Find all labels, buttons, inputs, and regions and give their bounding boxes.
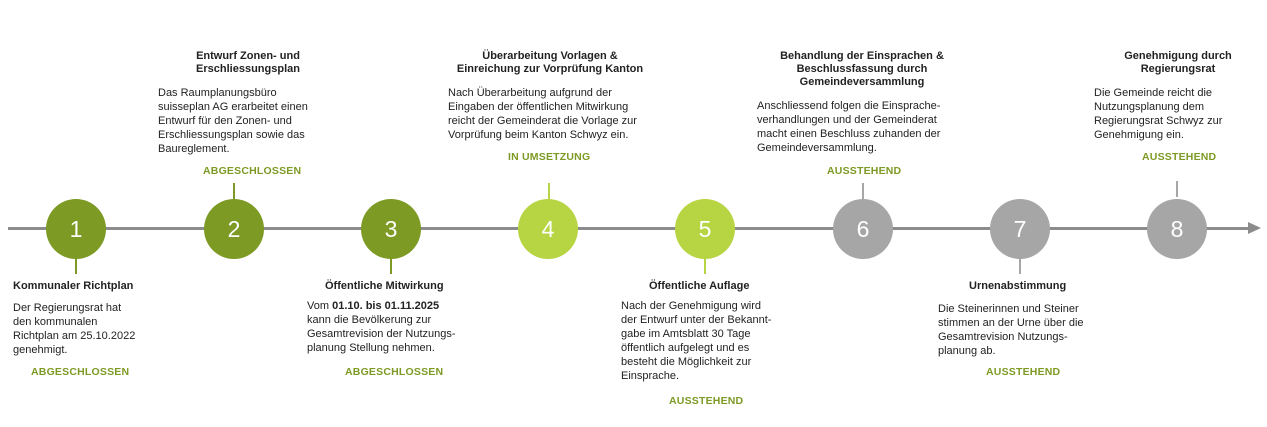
step-node-8: 8 (1147, 199, 1207, 259)
step-2-description: Das Raumplanungsbüro suisseplan AG erarb… (158, 86, 338, 156)
connector-8 (1176, 181, 1178, 197)
step-5-description: Nach der Genehmigung wird der Entwurf un… (621, 299, 801, 383)
step-1-text: Kommunaler Richtplan Der Regierungsrat h… (13, 280, 163, 357)
desc-line: Gesamtrevision Nutzungs- (938, 331, 1068, 343)
title-line: Beschlussfassung durch (796, 63, 928, 75)
desc-line: Eingaben der öffentlichen Mitwirkung (448, 101, 629, 113)
step-4-status: IN UMSETZUNG (508, 151, 591, 163)
step-node-6: 6 (833, 199, 893, 259)
desc-line: Das Raumplanungsbüro (158, 87, 277, 99)
desc-line: Entwurf für den Zonen- und (158, 115, 292, 127)
desc-line: suisseplan AG erarbeitet einen (158, 101, 308, 113)
step-number: 3 (384, 215, 398, 242)
connector-6 (862, 183, 864, 199)
step-7-status: AUSSTEHEND (986, 366, 1061, 378)
desc-line: kann die Bevölkerung zur (307, 314, 432, 326)
connector-7 (1019, 258, 1021, 274)
step-6-description: Anschliessend folgen die Einsprache- ver… (757, 99, 987, 155)
desc-line: Die Steinerinnen und Steiner (938, 303, 1079, 315)
desc-line: Gesamtrevision der Nutzungs- (307, 328, 456, 340)
desc-line: den kommunalen (13, 316, 98, 328)
step-8-status: AUSSTEHEND (1142, 151, 1217, 163)
step-node-3: 3 (361, 199, 421, 259)
step-7-title: Urnenabstimmung (969, 280, 1067, 292)
desc-line: Gemeindeversammlung. (757, 142, 877, 154)
step-2-title: Entwurf Zonen- und Erschliessungsplan (168, 50, 328, 76)
step-6-title: Behandlung der Einsprachen & Beschlussfa… (752, 50, 972, 89)
desc-line: Die Gemeinde reicht die (1094, 87, 1213, 99)
desc-line: Richtplan am 25.10.2022 (13, 330, 136, 342)
step-8-description: Die Gemeinde reicht die Nutzungsplanung … (1094, 86, 1264, 142)
step-number: 7 (1013, 215, 1027, 242)
connector-2 (233, 183, 235, 199)
connector-4 (548, 183, 550, 199)
step-number: 1 (69, 215, 83, 242)
desc-line: stimmen an der Urne über die (938, 317, 1084, 329)
title-line: Genehmigung durch (1124, 50, 1232, 62)
title-line: Entwurf Zonen- und (196, 50, 300, 62)
desc-line: planung ab. (938, 345, 996, 357)
step-3-description: Vom 01.10. bis 01.11.2025 kann die Bevöl… (307, 299, 497, 355)
desc-line: planung Stellung nehmen. (307, 342, 435, 354)
desc-line: gabe im Amtsblatt 30 Tage (621, 328, 751, 340)
step-node-2: 2 (204, 199, 264, 259)
title-line: Erschliessungsplan (196, 63, 300, 75)
desc-line: besteht die Möglichkeit zur (621, 356, 752, 368)
step-6-status: AUSSTEHEND (827, 165, 902, 177)
connector-3 (390, 258, 392, 274)
desc-line: Nach der Genehmigung wird (621, 300, 762, 312)
desc-line: Vom 01.10. bis 01.11.2025 (307, 299, 497, 313)
desc-line: genehmigt. (13, 344, 68, 356)
desc-line: Erschliessungsplan sowie das (158, 129, 305, 141)
title-line: Gemeindeversammlung (799, 76, 925, 88)
desc-line: der Entwurf unter der Bekannt- (621, 314, 772, 326)
desc-line: Der Regierungsrat hat (13, 302, 122, 314)
step-number: 6 (856, 215, 870, 242)
desc-line: Einsprache. (621, 370, 680, 382)
step-number: 2 (227, 215, 241, 242)
step-node-1: 1 (46, 199, 106, 259)
step-node-5: 5 (675, 199, 735, 259)
step-4-title: Überarbeitung Vorlagen & Einreichung zur… (430, 50, 670, 76)
step-node-4: 4 (518, 199, 578, 259)
desc-date-range: 01.10. bis 01.11.2025 (332, 300, 440, 312)
step-8-title: Genehmigung durch Regierungsrat (1100, 50, 1256, 76)
step-title: Kommunaler Richtplan (13, 280, 134, 292)
desc-line: Nach Überarbeitung aufgrund der (448, 87, 612, 99)
desc-line: reicht der Gemeinderat die Vorlage zur (448, 115, 637, 127)
desc-line: Regierungsrat Schwyz zur (1094, 115, 1223, 127)
step-3-title: Öffentliche Mitwirkung (325, 280, 444, 292)
desc-line: verhandlungen und der Gemeinderat (757, 114, 937, 126)
step-3-status: ABGESCHLOSSEN (345, 366, 444, 378)
step-2-status: ABGESCHLOSSEN (203, 165, 302, 177)
step-node-7: 7 (990, 199, 1050, 259)
step-number: 8 (1170, 215, 1184, 242)
title-line: Einreichung zur Vorprüfung Kanton (456, 63, 644, 75)
timeline-arrow-icon (1248, 222, 1261, 234)
desc-line: Baureglement. (158, 143, 230, 155)
step-description: Der Regierungsrat hat den kommunalen Ric… (13, 301, 163, 357)
desc-line: Anschliessend folgen die Einsprache- (757, 100, 941, 112)
desc-line: Nutzungsplanung dem (1094, 101, 1205, 113)
connector-5 (704, 258, 706, 274)
desc-line: Vorprüfung beim Kanton Schwyz ein. (448, 129, 629, 141)
connector-1 (75, 258, 77, 274)
step-7-description: Die Steinerinnen und Steiner stimmen an … (938, 302, 1118, 358)
title-line: Regierungsrat (1140, 63, 1216, 75)
desc-prefix: Vom (307, 300, 333, 312)
title-line: Behandlung der Einsprachen & (780, 50, 944, 62)
step-4-description: Nach Überarbeitung aufgrund der Eingaben… (448, 86, 668, 142)
step-number: 4 (541, 215, 555, 242)
desc-line: Genehmigung ein. (1094, 129, 1184, 141)
desc-line: macht einen Beschluss zuhanden der (757, 128, 941, 140)
step-5-status: AUSSTEHEND (669, 395, 744, 407)
title-line: Überarbeitung Vorlagen & (482, 50, 618, 62)
step-number: 5 (698, 215, 712, 242)
desc-line: öffentlich aufgelegt und es (621, 342, 750, 354)
step-1-status: ABGESCHLOSSEN (31, 366, 130, 378)
timeline-axis (8, 227, 1252, 230)
step-5-title: Öffentliche Auflage (649, 280, 750, 292)
